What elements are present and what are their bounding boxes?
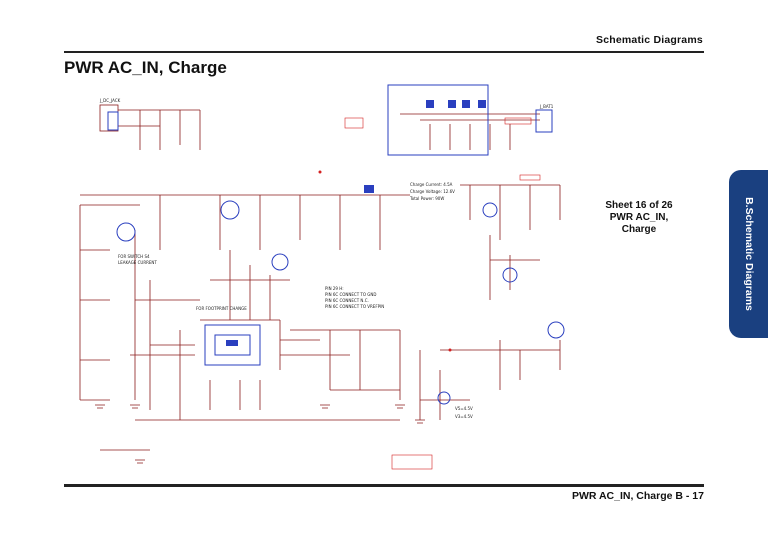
mosfet-q2 xyxy=(220,200,240,220)
pin-config-note-1: PIN 29 H: xyxy=(325,286,344,291)
sheet-info: Sheet 16 of 26 PWR AC_IN, Charge xyxy=(598,200,680,236)
jack-body xyxy=(107,111,119,131)
mosfet-q4 xyxy=(482,202,498,218)
mosfet-q5 xyxy=(502,267,518,283)
dc-jack-label: J_DC_JACK xyxy=(99,98,121,103)
pin-config-note-2: PIN 6C CONNECT TO GND xyxy=(325,292,376,297)
switch-note: FOR SWITCH S4 xyxy=(118,254,150,259)
header-rule xyxy=(64,51,704,53)
mosfet-q3 xyxy=(271,253,289,271)
pin-config-note-4: PIN 6C CONNECT TO VREFPIN xyxy=(325,304,384,309)
total-power-note: Total Power: 90W xyxy=(409,196,444,201)
battery-switch-block xyxy=(387,84,489,156)
charge-voltage-note: Charge Voltage: 12.6V xyxy=(410,189,455,194)
sheet-title-line2: Charge xyxy=(621,224,657,235)
v5-note: V5=4.5V xyxy=(455,406,473,411)
sheet-title-line1: PWR AC_IN, xyxy=(609,212,669,223)
page-title: PWR AC_IN, Charge xyxy=(64,58,227,77)
v3-note: V3=4.5V xyxy=(455,414,473,419)
side-tab-label: B.Schematic Diagrams xyxy=(742,197,755,311)
mosfet-q6 xyxy=(547,321,565,339)
footer-rule xyxy=(64,484,704,487)
leakage-note: LEAKAGE CURRENT xyxy=(118,260,157,265)
footer-label: PWR AC_IN, Charge B - 17 xyxy=(571,490,704,502)
charger-ic-core xyxy=(214,334,251,356)
mosfet-q1 xyxy=(116,222,136,242)
footprint-note: FOR FOOTPRINT CHANGE xyxy=(196,306,247,311)
pin-config-note-3: PIN 6C CONNECT N.C. xyxy=(325,298,369,303)
battery-label: J_BAT1 xyxy=(539,104,554,109)
section-header-label: Schematic Diagrams xyxy=(596,34,703,46)
mosfet-q7 xyxy=(437,391,451,405)
dc-jack-symbol xyxy=(99,104,119,132)
sheet-number: Sheet 16 of 26 xyxy=(605,200,673,211)
charger-ic xyxy=(204,324,261,366)
battery-connector xyxy=(535,109,553,133)
side-section-tab: B.Schematic Diagrams xyxy=(729,170,768,338)
charge-current-note: Charge Current: 4.5A xyxy=(410,182,453,187)
